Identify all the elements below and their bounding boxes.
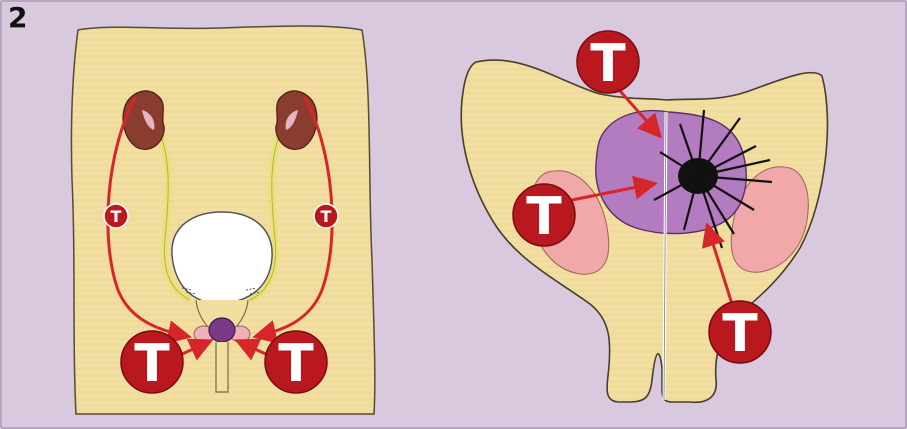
testosterone-badge-icon: T: [513, 184, 575, 247]
svg-text:T: T: [111, 207, 122, 226]
svg-text:T: T: [590, 34, 626, 94]
svg-text:T: T: [321, 207, 332, 226]
bladder-icon: [172, 212, 272, 304]
left-panel: T T T T: [71, 26, 374, 414]
prostate-icon: [596, 111, 746, 234]
kidney-icon: [123, 91, 164, 150]
testosterone-badge-icon: T: [104, 204, 128, 228]
testosterone-badge-icon: T: [314, 204, 338, 228]
kidney-icon: [276, 91, 317, 150]
prostate-icon: [209, 318, 235, 342]
testosterone-badge-icon: T: [265, 331, 327, 394]
testosterone-badge-icon: T: [121, 331, 183, 394]
svg-text:T: T: [722, 304, 758, 364]
right-panel: T T T: [461, 31, 827, 402]
svg-text:T: T: [526, 187, 562, 247]
svg-text:T: T: [134, 334, 170, 394]
svg-text:T: T: [278, 334, 314, 394]
testosterone-badge-icon: T: [709, 301, 771, 364]
testosterone-badge-icon: T: [577, 31, 639, 94]
